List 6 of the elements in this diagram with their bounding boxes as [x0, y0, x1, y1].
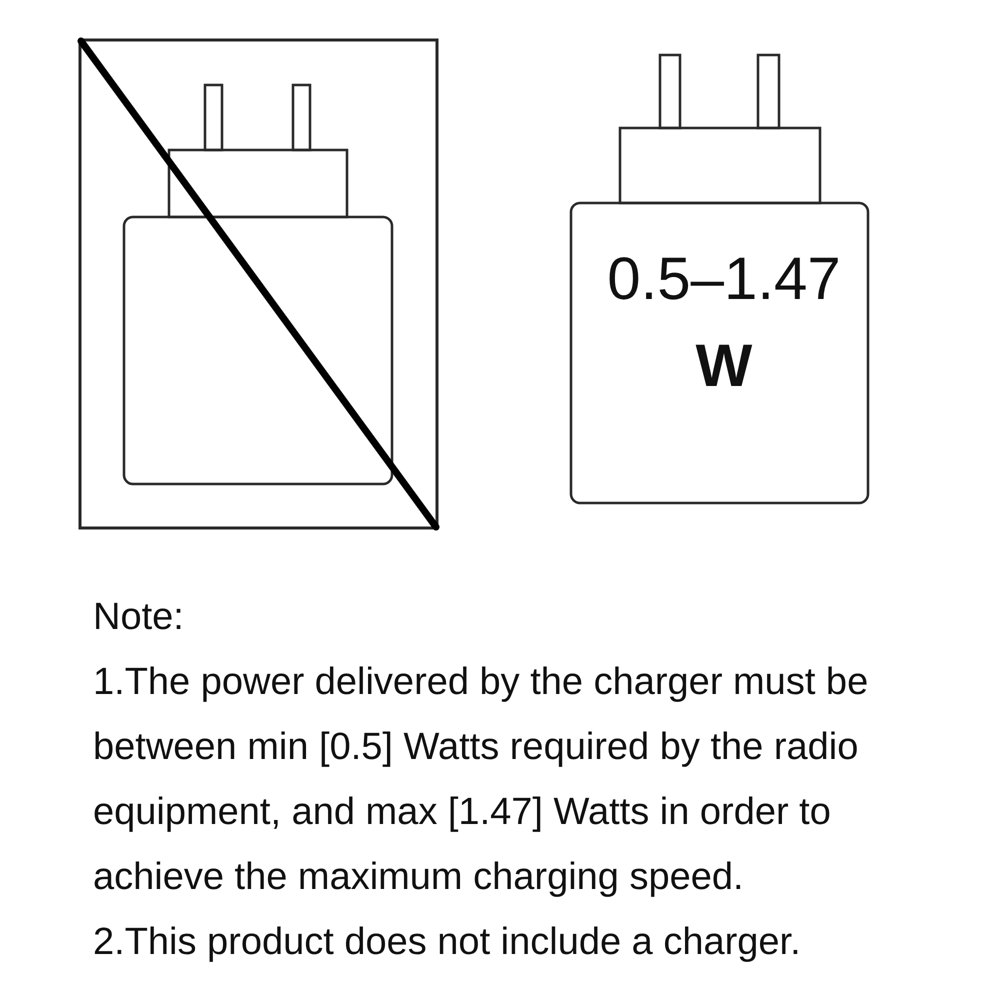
note-text: 2.This product does not include a charger.: [93, 920, 801, 965]
note-heading: Note:: [93, 595, 184, 640]
note-text: 1.The power delivered by the charger must be between min [0.5] Watts required by the radio equipment, and max [1.47] Watts in order to achieve the maximum charging speed.: [93, 660, 870, 900]
charger-drawing: [568, 53, 870, 505]
wattage-label: 0.5–1.47 W: [606, 244, 842, 401]
crossed-out-charger-drawing: [75, 35, 442, 533]
